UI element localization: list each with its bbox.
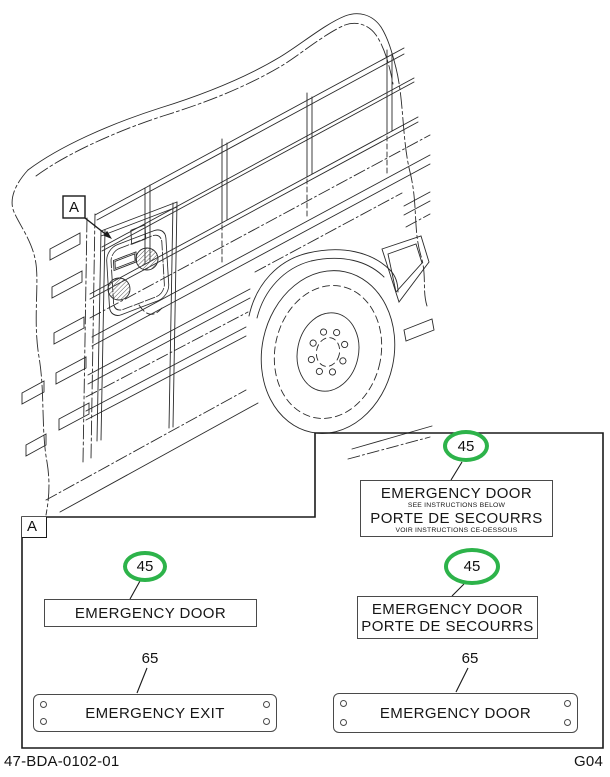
screw-hole bbox=[564, 700, 571, 707]
screw-hole bbox=[40, 718, 47, 725]
bilingual-decal-title-en: EMERGENCY DOOR bbox=[371, 601, 524, 618]
callout-a-letter: A bbox=[69, 199, 79, 216]
english-decal: EMERGENCY DOOR bbox=[44, 599, 257, 627]
page-code: G04 bbox=[574, 753, 603, 770]
instruction-decal-title-fr: PORTE DE SECOURRS bbox=[370, 510, 543, 527]
screw-hole bbox=[340, 719, 347, 726]
screw-hole bbox=[263, 718, 270, 725]
screw-hole bbox=[263, 701, 270, 708]
emergency-exit-plate-title: EMERGENCY EXIT bbox=[85, 704, 225, 722]
bilingual-decal-title-fr: PORTE DE SECOURRS bbox=[361, 618, 534, 635]
detail-panel-outline bbox=[21, 432, 604, 749]
ref-65-door: 65 bbox=[461, 650, 479, 667]
bilingual-decal: EMERGENCY DOOR PORTE DE SECOURRS bbox=[357, 596, 538, 639]
bus-body-lines bbox=[11, 13, 435, 516]
screw-hole bbox=[40, 701, 47, 708]
instruction-decal-sub-en: SEE INSTRUCTIONS BELOW bbox=[407, 502, 506, 509]
leader-lines bbox=[129, 461, 469, 694]
detail-panel-corner-label: A bbox=[22, 517, 47, 538]
ref-45-oval-bilingual: 45 bbox=[444, 548, 500, 585]
document-number: 47-BDA-0102-01 bbox=[4, 753, 120, 770]
ref-45-oval-english: 45 bbox=[123, 551, 167, 582]
english-decal-title: EMERGENCY DOOR bbox=[74, 604, 227, 622]
emergency-door-plate: EMERGENCY DOOR bbox=[333, 693, 578, 733]
ref-65-exit: 65 bbox=[141, 650, 159, 667]
ref-45-oval-instruction: 45 bbox=[443, 430, 489, 462]
screw-hole bbox=[340, 700, 347, 707]
callout-a-marker: A bbox=[62, 195, 112, 239]
instruction-decal-sub-fr: VOIR INSTRUCTIONS CE-DESSOUS bbox=[395, 527, 518, 534]
emergency-door-plate-title: EMERGENCY DOOR bbox=[379, 704, 532, 722]
instruction-decal-title-en: EMERGENCY DOOR bbox=[380, 485, 533, 502]
callout-a-arrowhead bbox=[103, 230, 112, 239]
screw-hole bbox=[564, 719, 571, 726]
instruction-decal: EMERGENCY DOOR SEE INSTRUCTIONS BELOW PO… bbox=[360, 480, 553, 537]
emergency-exit-plate: EMERGENCY EXIT bbox=[33, 694, 277, 732]
